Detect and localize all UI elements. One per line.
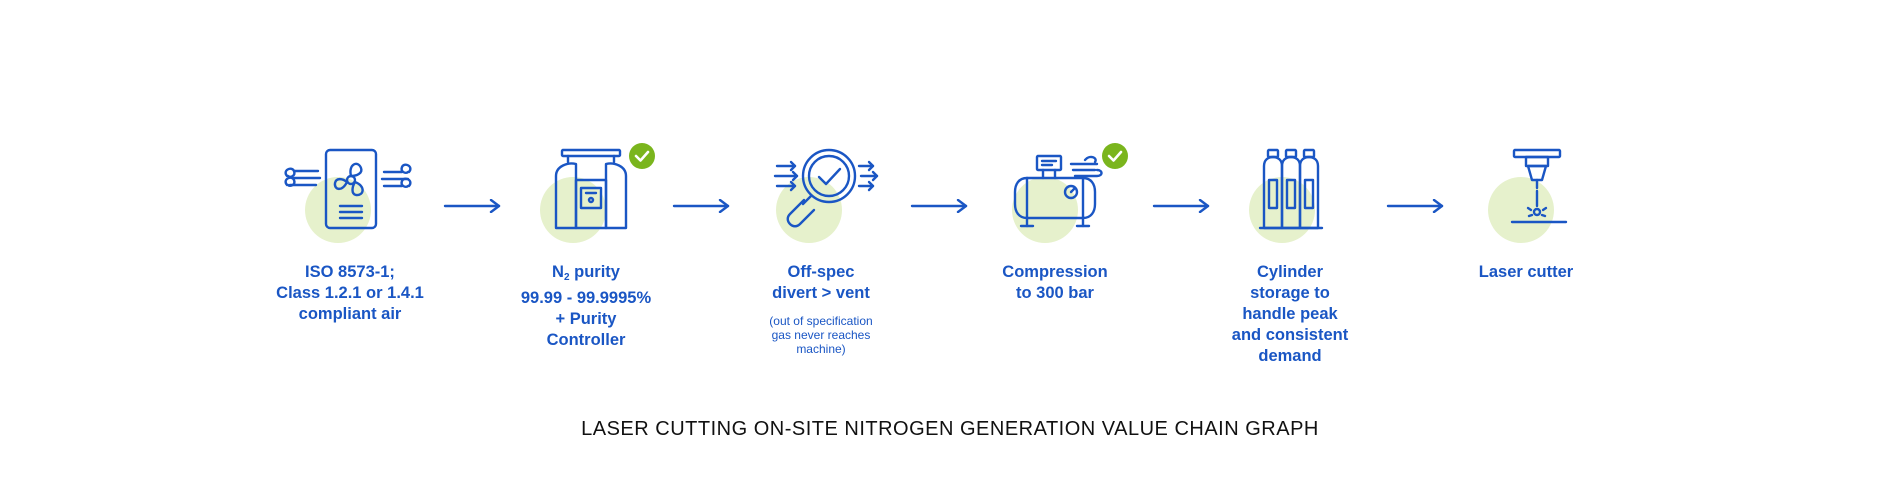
step-label: Laser cutter bbox=[1478, 263, 1574, 281]
air-fan-icon bbox=[260, 140, 440, 250]
step-label: N2 purity 99.99 - 99.9995% + Purity Cont… bbox=[520, 263, 652, 349]
step-compliant-air: ISO 8573-1; Class 1.2.1 or 1.4.1 complia… bbox=[260, 140, 440, 325]
laser-cutter-icon bbox=[1436, 140, 1616, 250]
check-badge-icon bbox=[629, 143, 655, 169]
compressor-icon bbox=[965, 140, 1145, 250]
step-label: Cylinder storage to handle peak and cons… bbox=[1231, 263, 1349, 365]
arrow-icon bbox=[1386, 199, 1444, 213]
step-label: Compression to 300 bar bbox=[1002, 263, 1108, 302]
magnifier-check-icon bbox=[731, 140, 911, 250]
step-n2-purity: N2 purity 99.99 - 99.9995% + Purity Cont… bbox=[496, 140, 676, 351]
step-label: Off-spec divert > vent bbox=[772, 263, 870, 302]
nitrogen-generator-icon bbox=[496, 140, 676, 250]
step-label: ISO 8573-1; Class 1.2.1 or 1.4.1 complia… bbox=[276, 263, 424, 323]
diagram-caption: LASER CUTTING ON-SITE NITROGEN GENERATIO… bbox=[581, 418, 1319, 440]
gas-cylinders-icon bbox=[1200, 140, 1380, 250]
step-note: (out of specification gas never reaches … bbox=[769, 314, 873, 356]
check-badge-icon bbox=[1102, 143, 1128, 169]
arrow-icon bbox=[443, 199, 501, 213]
arrow-icon bbox=[1152, 199, 1210, 213]
step-compression: Compression to 300 bar bbox=[965, 140, 1145, 304]
step-off-spec: Off-spec divert > vent (out of specifica… bbox=[731, 140, 911, 356]
arrow-icon bbox=[910, 199, 968, 213]
step-laser-cutter: Laser cutter bbox=[1436, 140, 1616, 283]
arrow-icon bbox=[672, 199, 730, 213]
step-cylinder-storage: Cylinder storage to handle peak and cons… bbox=[1200, 140, 1380, 367]
